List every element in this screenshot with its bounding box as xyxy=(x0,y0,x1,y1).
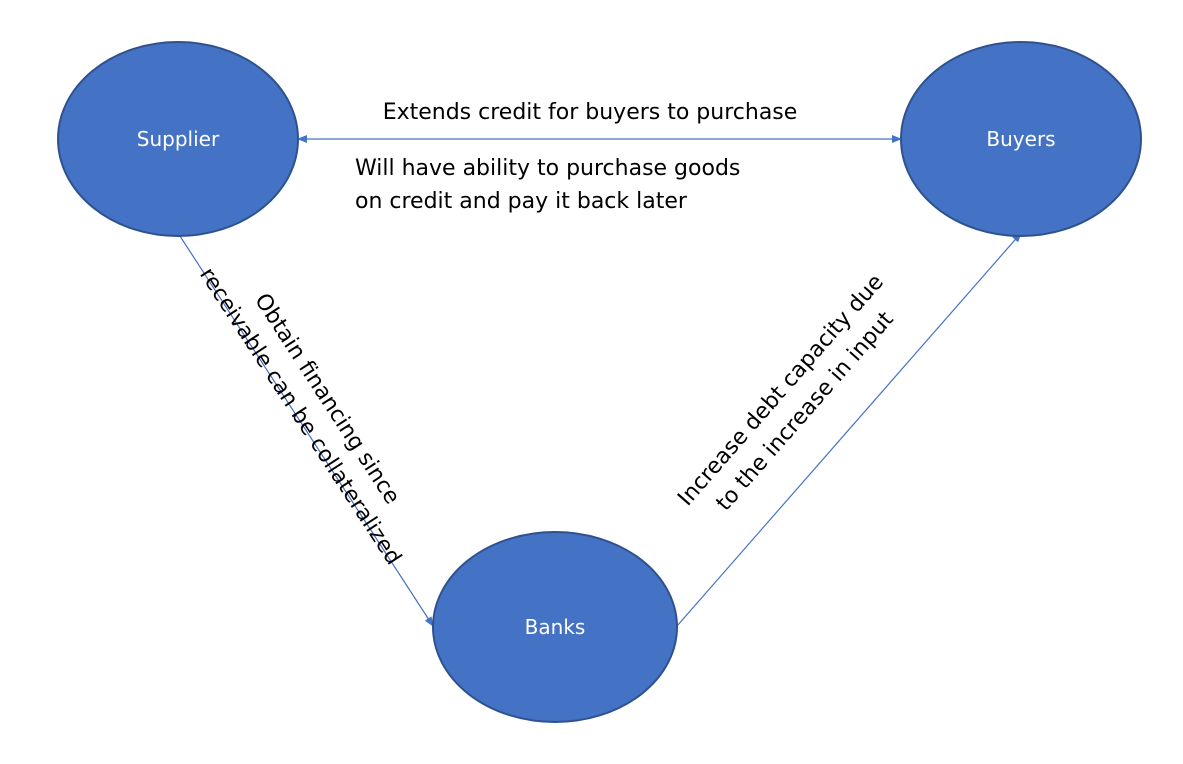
buyers-label: Buyers xyxy=(986,127,1055,151)
supplier-ellipse xyxy=(57,41,299,237)
buyers-ellipse xyxy=(900,41,1142,237)
node-banks: Banks xyxy=(432,531,678,723)
supplier-banks-label-2: receivable can be collateralized xyxy=(194,263,406,569)
supplier-label: Supplier xyxy=(137,127,220,151)
edge-banks-buyers xyxy=(676,232,1022,627)
node-buyers: Buyers xyxy=(900,41,1142,237)
banks-buyers-label-1: Increase debt capacity due xyxy=(673,270,888,511)
banks-buyers-label-2: to the increase in input xyxy=(712,307,899,516)
supplier-banks-label-group: Obtain financing since receivable can be… xyxy=(194,263,406,569)
supplier-buyers-label-bottom-2: on credit and pay it back later xyxy=(355,189,688,214)
banks-ellipse xyxy=(432,531,678,723)
supplier-buyers-label-bottom-1: Will have ability to purchase goods xyxy=(355,156,740,181)
banks-label: Banks xyxy=(525,615,586,639)
supplier-buyers-label-top: Extends credit for buyers to purchase xyxy=(383,100,798,125)
edge-supplier-banks xyxy=(177,232,434,627)
node-supplier: Supplier xyxy=(57,41,299,237)
